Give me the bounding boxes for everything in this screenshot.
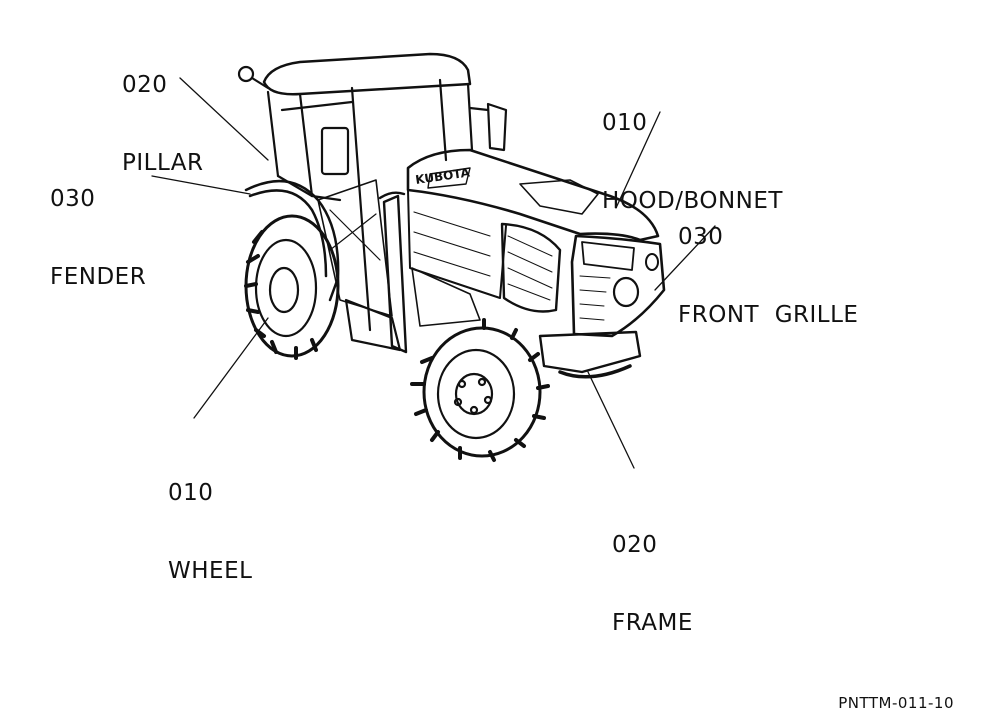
leader-fender (151, 175, 251, 195)
callout-front-grille-code: 030 (678, 224, 724, 250)
callout-pillar-code: 020 (122, 72, 168, 98)
exhaust-pipe (378, 191, 408, 354)
front-wheel (410, 318, 550, 462)
callout-hood-code: 010 (602, 110, 648, 136)
callout-frame-name: FRAME (612, 610, 693, 636)
callout-hood-bonnet: 010 HOOD/BONNET (602, 58, 783, 266)
chassis-frame (344, 267, 642, 379)
callout-pillar-name: PILLAR (122, 150, 204, 176)
callout-fender: 030 FENDER (50, 134, 146, 342)
leader-wheel (193, 317, 269, 419)
callout-wheel-name: WHEEL (168, 558, 253, 584)
callout-front-grille: 030 FRONT GRILLE (678, 172, 858, 380)
cab (237, 52, 508, 332)
leader-front-grille (654, 225, 716, 291)
leader-frame (587, 371, 635, 469)
leader-lines (151, 77, 716, 469)
callout-pillar: 020 PILLAR (122, 20, 204, 228)
rear-wheel (244, 214, 340, 360)
diagram-reference-id: PNTTM-011-10 (838, 694, 954, 712)
callout-hood-name: HOOD/BONNET (602, 188, 783, 214)
leader-hood (615, 111, 661, 209)
callout-wheel-code: 010 (168, 480, 214, 506)
callout-frame: 020 FRAME (612, 480, 693, 688)
callout-fender-code: 030 (50, 186, 96, 212)
front-grille (500, 222, 666, 338)
callout-wheel: 010 WHEEL (168, 428, 252, 636)
callout-front-grille-name: FRONT GRILLE (678, 302, 859, 328)
leader-pillar (179, 77, 269, 161)
callout-fender-name: FENDER (50, 264, 147, 290)
callout-frame-code: 020 (612, 532, 658, 558)
